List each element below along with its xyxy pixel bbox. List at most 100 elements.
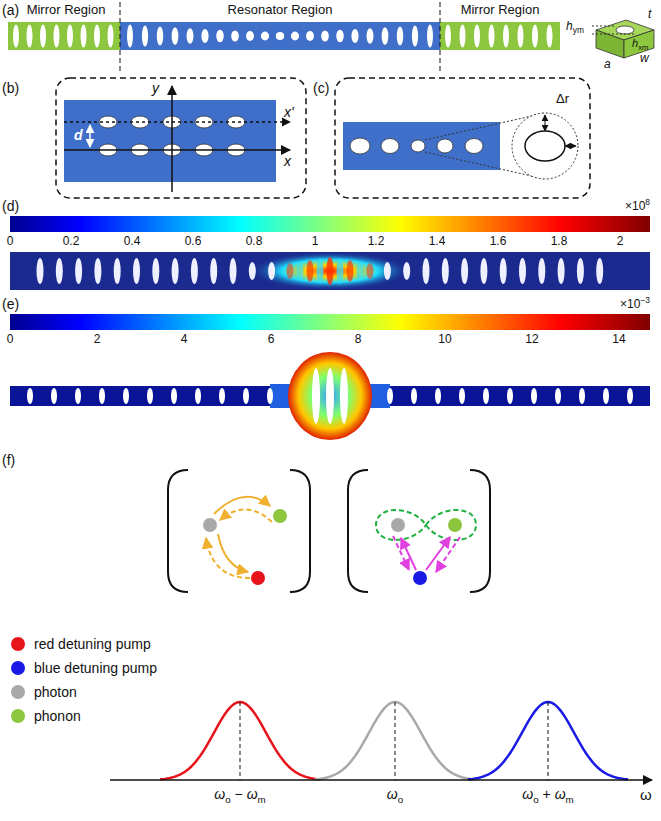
panel-label: (d) bbox=[2, 198, 19, 214]
hole bbox=[216, 30, 223, 43]
hole-row bbox=[13, 25, 553, 48]
panel-label: (f) bbox=[2, 452, 15, 468]
scale-label: ×10−3 bbox=[620, 296, 650, 312]
dashed-frame bbox=[335, 78, 590, 198]
tick-label: 6 bbox=[268, 333, 275, 347]
legend-swatch bbox=[11, 661, 25, 675]
legend-text: red detuning pump bbox=[34, 636, 151, 652]
bracket bbox=[348, 470, 368, 592]
hole bbox=[445, 25, 451, 48]
tick-label: 4 bbox=[181, 333, 188, 347]
hole bbox=[384, 262, 391, 280]
hole bbox=[127, 25, 133, 48]
panel-label: (b) bbox=[2, 80, 19, 96]
panel-label: (c) bbox=[313, 80, 329, 96]
hole-row bbox=[350, 138, 483, 154]
x-prime-axis bbox=[64, 121, 290, 122]
tick-label: 2 bbox=[617, 235, 624, 249]
spacing-arrow bbox=[89, 125, 91, 147]
phonon-dot bbox=[448, 518, 462, 532]
hole bbox=[500, 258, 507, 284]
hole bbox=[437, 139, 453, 153]
field-lobe bbox=[337, 259, 344, 284]
scatter-arrow bbox=[220, 509, 272, 522]
blue-pump-dot bbox=[413, 571, 427, 585]
hole bbox=[435, 388, 441, 404]
spectrum-peak bbox=[468, 702, 628, 779]
tick-label: 2 bbox=[94, 333, 101, 347]
beam-section bbox=[343, 122, 500, 170]
hole bbox=[276, 32, 284, 40]
hole bbox=[261, 32, 269, 41]
tick-label: 1.6 bbox=[490, 235, 507, 249]
hole bbox=[627, 388, 633, 404]
panel-label: (e) bbox=[2, 296, 19, 312]
dimension-label: hym bbox=[566, 20, 584, 36]
hole bbox=[114, 258, 121, 284]
hole bbox=[459, 388, 465, 404]
hole bbox=[480, 258, 487, 284]
hole bbox=[411, 388, 417, 404]
axis-label: ω bbox=[640, 786, 652, 803]
hole bbox=[596, 258, 603, 284]
frequency-axis bbox=[110, 779, 652, 781]
hole bbox=[231, 30, 239, 41]
hole bbox=[412, 25, 418, 46]
hole bbox=[81, 25, 87, 48]
hole bbox=[503, 25, 509, 48]
bracket bbox=[290, 470, 310, 592]
scale-label: ×108 bbox=[625, 198, 650, 214]
spectra bbox=[160, 702, 628, 780]
dimension-label: a bbox=[604, 58, 611, 72]
mirror-band bbox=[440, 22, 560, 50]
hole bbox=[171, 388, 177, 404]
legend-entry: red detuning pump bbox=[10, 636, 151, 652]
hole bbox=[367, 28, 374, 44]
tick-label: 14 bbox=[612, 333, 625, 347]
field-hotspot bbox=[250, 252, 410, 290]
mirror-band bbox=[8, 22, 120, 50]
hole bbox=[27, 25, 33, 48]
hole bbox=[382, 27, 389, 44]
hole bbox=[94, 25, 100, 48]
hole bbox=[423, 258, 430, 284]
hole bbox=[538, 258, 545, 284]
tick-label: 12 bbox=[525, 333, 538, 347]
hole bbox=[27, 388, 33, 404]
hole bbox=[75, 388, 81, 404]
entangle-loop bbox=[376, 510, 476, 540]
scatter-arrow bbox=[393, 536, 409, 570]
hole bbox=[230, 258, 237, 284]
center-line bbox=[548, 702, 549, 780]
axis-label: x bbox=[284, 153, 291, 169]
hole bbox=[210, 258, 217, 284]
bracket bbox=[470, 470, 490, 592]
legend-swatch-box bbox=[10, 636, 26, 652]
hole bbox=[13, 25, 19, 48]
hole bbox=[577, 258, 584, 284]
x-axis bbox=[64, 149, 290, 151]
hole bbox=[547, 25, 553, 48]
legend-swatch bbox=[11, 709, 25, 723]
panel-label: (a) bbox=[2, 2, 19, 18]
tick-label: 1.2 bbox=[368, 235, 385, 249]
zoom-circle bbox=[512, 113, 578, 179]
field-lobe bbox=[367, 263, 374, 279]
legend-entry: photon bbox=[10, 684, 77, 700]
beam-section bbox=[64, 100, 276, 182]
field-lobe bbox=[307, 260, 314, 282]
tick-label: 0 bbox=[7, 235, 14, 249]
hole bbox=[147, 388, 153, 404]
tick-label: 0.4 bbox=[124, 235, 141, 249]
legend-text: phonon bbox=[34, 708, 81, 724]
resonator-band bbox=[120, 22, 440, 50]
scatter-arrow bbox=[436, 537, 460, 572]
hole bbox=[579, 388, 585, 404]
panel-e bbox=[10, 314, 650, 440]
field-lobe bbox=[317, 259, 324, 284]
field-lobe bbox=[327, 257, 334, 285]
scatter-arrow bbox=[218, 534, 248, 572]
tick-label: 0 bbox=[7, 333, 14, 347]
region-divider bbox=[440, 2, 441, 72]
hole bbox=[191, 258, 198, 284]
